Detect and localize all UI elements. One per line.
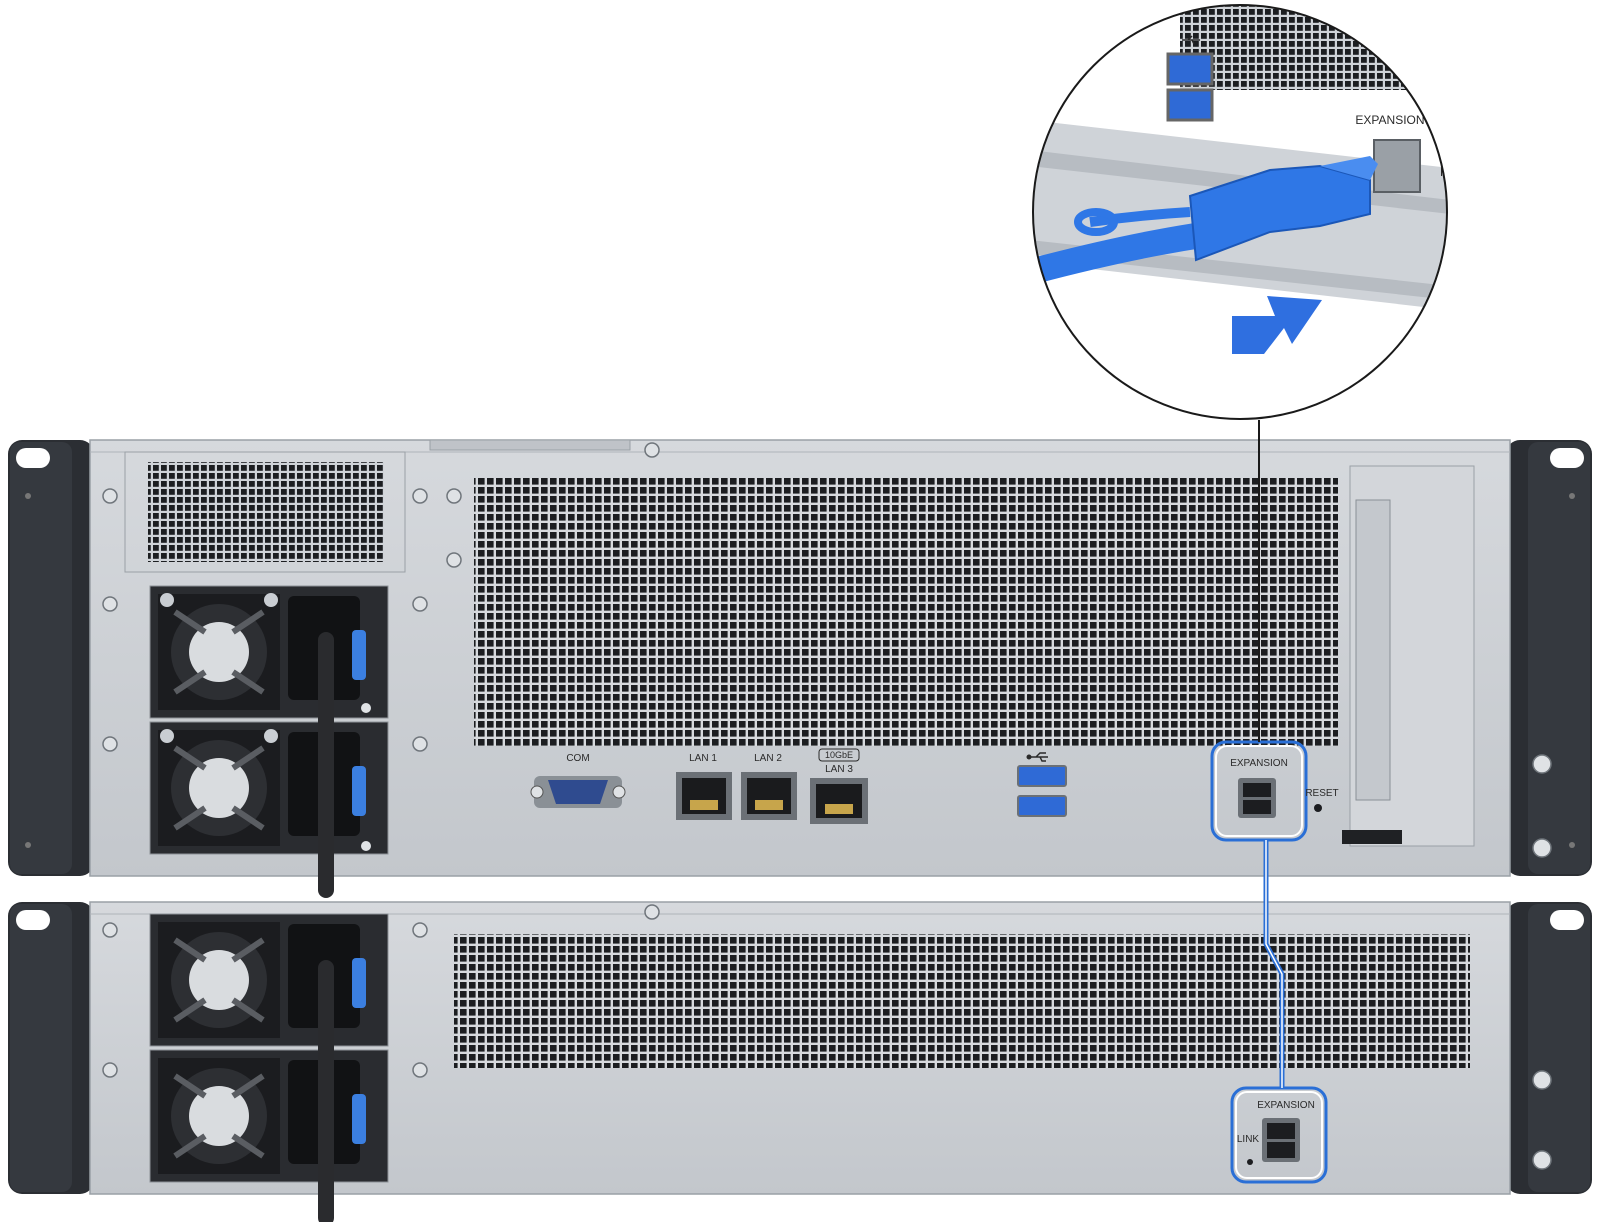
psu-release-handle[interactable] (352, 1094, 366, 1144)
rack-ear-hole (16, 910, 50, 930)
psu-release-handle[interactable] (352, 766, 366, 816)
pcie-slot-cover (1356, 500, 1390, 800)
usb-port-2 (1168, 90, 1212, 120)
lan2-label: LAN 2 (754, 753, 782, 764)
fan-icon (189, 950, 249, 1010)
expansion-label: EXPANSION (1257, 1100, 1315, 1111)
lan3-port[interactable] (810, 778, 868, 824)
main-unit: COM LAN 1 LAN 2 10GbE LAN 3 (8, 440, 1592, 890)
fan-icon (189, 758, 249, 818)
psu-release-handle[interactable] (352, 958, 366, 1008)
zoom-expansion-label: EXPANSION (1355, 113, 1424, 127)
lan3-badge: 10GbE (825, 750, 853, 760)
zoom-expansion-port (1374, 140, 1420, 192)
com-label: COM (566, 753, 589, 764)
fan-icon (189, 622, 249, 682)
power-supply-2 (150, 722, 388, 854)
reset-button[interactable] (1314, 804, 1322, 812)
expansion-port[interactable] (1262, 1118, 1300, 1162)
main-vent-grille (474, 478, 1338, 746)
link-label: LINK (1237, 1134, 1260, 1145)
link-led (1247, 1159, 1253, 1165)
expansion-unit: EXPANSION LINK (8, 902, 1592, 1218)
lan3-label: LAN 3 (825, 764, 853, 775)
psu-bay-vent (148, 462, 384, 562)
psu-release-handle[interactable] (352, 630, 366, 680)
reset-label: RESET (1305, 788, 1338, 799)
usb-port-1 (1168, 54, 1212, 84)
lan2-port[interactable] (741, 772, 797, 820)
com-port[interactable] (531, 776, 625, 808)
zoom-callout: EXPANSION RES (1030, 0, 1465, 420)
rack-ear-hole (1550, 910, 1584, 930)
expansion-port[interactable] (1238, 778, 1276, 818)
lan1-label: LAN 1 (689, 753, 717, 764)
expansion-label: EXPANSION (1230, 758, 1288, 769)
rack-ear-hole (16, 448, 50, 468)
expansion-vent-grille (454, 934, 1470, 1068)
power-supply-4 (150, 1050, 388, 1182)
rack-ear-hole (1550, 448, 1584, 468)
usb-port-2[interactable] (1018, 796, 1066, 816)
lan1-port[interactable] (676, 772, 732, 820)
usb-port-1[interactable] (1018, 766, 1066, 786)
power-supply-1 (150, 586, 388, 718)
fan-icon (189, 1086, 249, 1146)
power-supply-3 (150, 914, 388, 1046)
